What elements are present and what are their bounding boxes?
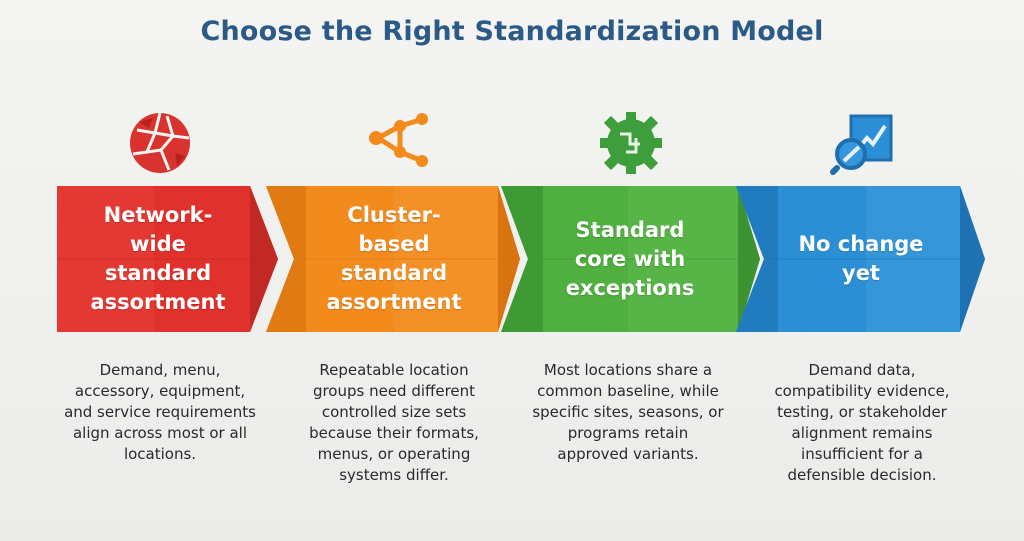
stage-label-2: Cluster- based standard assortment xyxy=(296,186,492,332)
stage-label-line: based xyxy=(358,232,430,256)
gear-core-icon xyxy=(600,112,662,174)
stage-label-line: core with xyxy=(574,246,686,271)
stage-label-line: Network- xyxy=(103,203,213,227)
stage-label-line: assortment xyxy=(90,290,226,314)
cracked-sphere-icon xyxy=(130,112,190,173)
stage-description-3: Most locations share a common baseline, … xyxy=(532,361,724,463)
stage-description-2: Repeatable location groups need differen… xyxy=(309,361,479,484)
stage-arrow-1 xyxy=(57,186,278,332)
stage-label-line: yet xyxy=(842,261,880,285)
stage-label-line: assortment xyxy=(326,290,462,314)
stage-label-line: standard xyxy=(340,261,448,285)
stage-label-line: Cluster- xyxy=(347,203,441,227)
stage-label-line: No change xyxy=(798,232,924,256)
stage-label-line: wide xyxy=(130,232,186,256)
stage-arrow-4 xyxy=(736,186,985,332)
branching-network-icon xyxy=(369,113,428,167)
stage-description-4: Demand data, compatibility evidence, tes… xyxy=(774,361,950,484)
stage-label-line: Standard xyxy=(575,217,685,242)
stage-label-3: Standard core with exceptions xyxy=(530,186,730,332)
chart-magnifier-icon xyxy=(830,114,893,175)
stage-arrow-2 xyxy=(266,186,520,332)
stage-label-4: No change yet xyxy=(766,186,956,332)
stage-description-1: Demand, menu, accessory, equipment, and … xyxy=(64,361,256,463)
stage-label-line: exceptions xyxy=(565,275,695,300)
stage-arrow-3 xyxy=(501,186,760,332)
stage-label-1: Network- wide standard assortment xyxy=(60,186,256,332)
stage-label-line: standard xyxy=(104,261,212,285)
page-title: Choose the Right Standardization Model xyxy=(200,16,824,47)
